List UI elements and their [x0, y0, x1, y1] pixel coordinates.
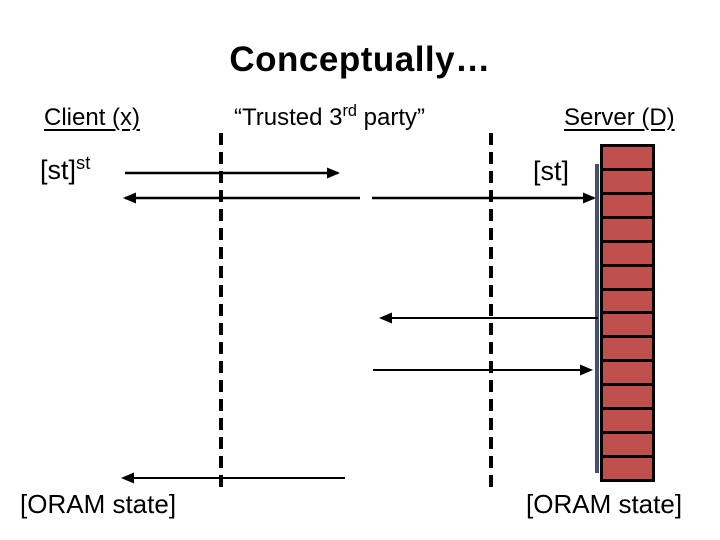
- server-stack-shadow-line: [595, 164, 599, 473]
- column-header-trusted-party: “Trusted 3rd party”: [234, 102, 426, 132]
- stack-cell: [603, 434, 652, 458]
- server-state-label: [st]: [533, 156, 570, 186]
- lifeline-client-party-boundary: [219, 133, 223, 490]
- client-state-superscript: st: [76, 152, 91, 173]
- client-state-label: [st]st: [40, 152, 91, 186]
- stack-cell: [603, 218, 652, 243]
- column-header-server: Server (D): [564, 104, 675, 131]
- stack-cell: [603, 314, 652, 339]
- slide-title: Conceptually…: [229, 40, 491, 79]
- party-label-pre: “Trusted 3: [234, 104, 343, 131]
- stack-cell: [603, 266, 652, 291]
- client-state-base: [st]: [40, 155, 77, 185]
- stack-cell: [603, 290, 652, 315]
- client-oram-state-label: [ORAM state]: [20, 489, 177, 519]
- server-memory-stack: [600, 144, 655, 482]
- column-header-client: Client (x): [44, 104, 141, 131]
- lifeline-party-server-boundary: [489, 133, 493, 490]
- stack-cell: [603, 242, 652, 267]
- stack-cell: [603, 457, 652, 479]
- stack-cell: [603, 147, 652, 171]
- stack-cell: [603, 170, 652, 195]
- party-label-superscript: rd: [342, 102, 357, 120]
- stack-cell: [603, 194, 652, 219]
- stack-cell: [603, 338, 652, 363]
- stack-cell: [603, 362, 652, 387]
- stack-cell: [603, 386, 652, 411]
- party-label-post: party”: [357, 104, 426, 131]
- server-oram-state-label: [ORAM state]: [526, 489, 683, 519]
- stack-cell: [603, 410, 652, 435]
